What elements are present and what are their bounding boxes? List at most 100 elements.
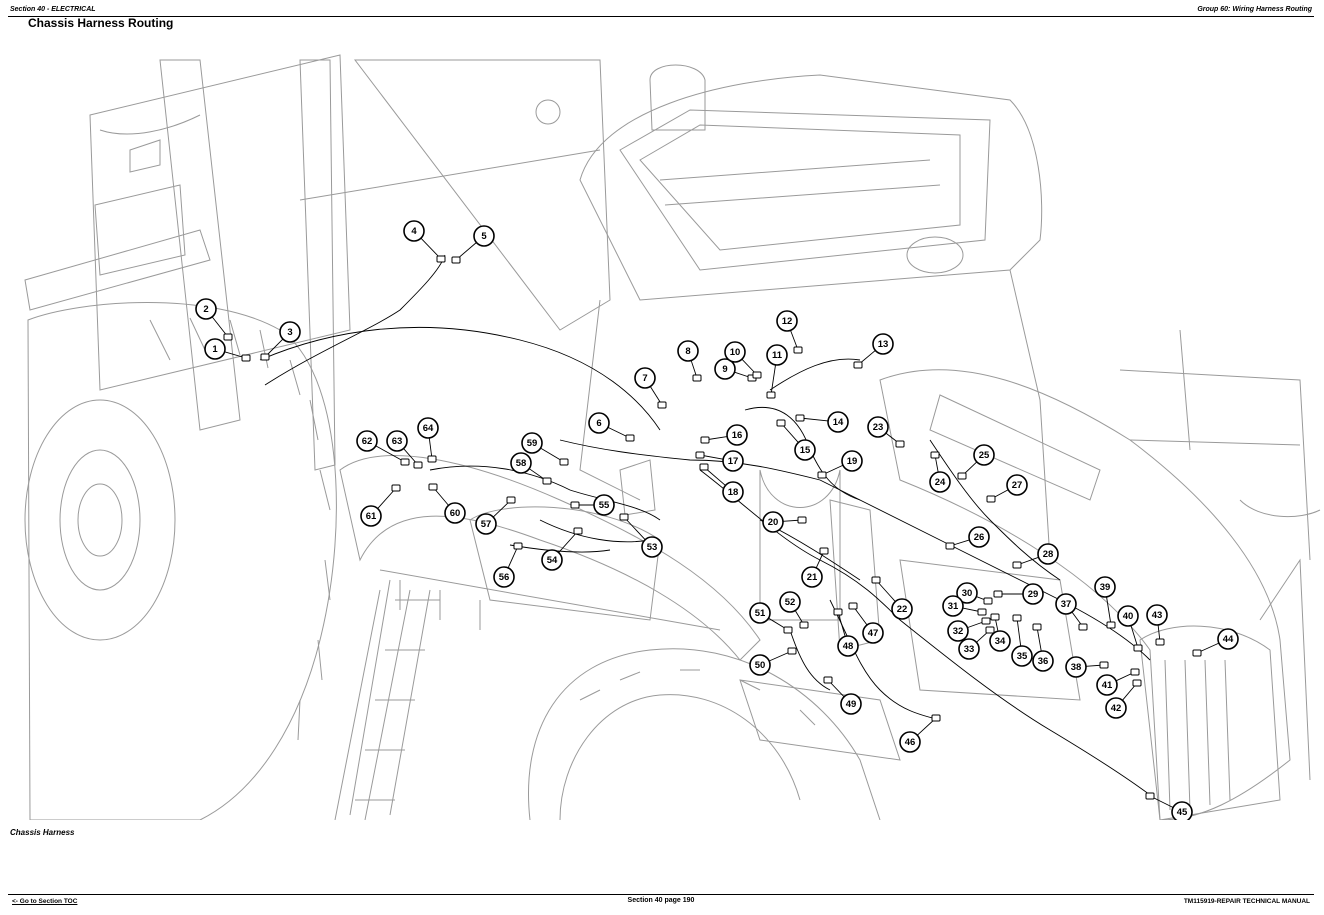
connector-62 [400, 458, 410, 466]
callout-number-24: 24 [935, 477, 946, 488]
callout-circle-17 [722, 450, 744, 472]
connector-27 [986, 495, 996, 503]
front-tire [528, 648, 881, 820]
callout-circle-10 [724, 341, 746, 363]
page-header: Section 40 - ELECTRICAL Group 60: Wiring… [8, 4, 1314, 17]
connector-16 [700, 436, 710, 444]
connector-25 [957, 472, 967, 480]
callout-15: 15 [776, 419, 816, 461]
connector-4 [436, 255, 446, 263]
callout-50: 50 [749, 647, 797, 676]
callout-leader-54 [558, 530, 579, 553]
callout-number-19: 19 [847, 456, 858, 467]
callout-60: 60 [428, 483, 466, 524]
callout-42: 42 [1105, 679, 1142, 719]
callout-4: 4 [403, 220, 446, 263]
callout-14: 14 [795, 411, 849, 433]
callout-circle-5 [473, 225, 495, 247]
callout-number-17: 17 [728, 456, 739, 467]
callout-number-23: 23 [873, 422, 884, 433]
callout-circle-28 [1037, 543, 1059, 565]
callout-number-49: 49 [846, 699, 857, 710]
callout-49: 49 [823, 676, 862, 715]
callout-circle-42 [1105, 697, 1127, 719]
connector-45 [1145, 792, 1155, 800]
callout-circle-1 [204, 338, 226, 360]
callout-circle-22 [891, 598, 913, 620]
connector-49 [823, 676, 833, 684]
callout-leader-14 [799, 417, 829, 422]
callout-25: 25 [957, 444, 995, 480]
connector-7 [657, 401, 667, 409]
callout-number-38: 38 [1071, 662, 1082, 673]
callout-55: 55 [570, 494, 615, 516]
callout-43: 43 [1146, 604, 1168, 646]
connector-48 [833, 608, 843, 616]
callout-circle-45 [1171, 801, 1193, 820]
callout-8: 8 [677, 340, 702, 382]
callout-circle-57 [475, 513, 497, 535]
rear-tire-left [24, 302, 337, 820]
go-to-section-toc-link[interactable]: <- Go to Section TOC [12, 898, 78, 905]
callout-number-30: 30 [962, 588, 973, 599]
callout-number-37: 37 [1061, 599, 1072, 610]
figure-caption: Chassis Harness [10, 828, 75, 837]
connector-20 [797, 516, 807, 524]
callout-61: 61 [360, 484, 401, 527]
connector-18 [699, 463, 709, 471]
callout-40: 40 [1117, 605, 1143, 652]
callout-number-1: 1 [212, 344, 218, 355]
callout-circle-34 [989, 630, 1011, 652]
callout-9: 9 [714, 358, 757, 382]
connector-59 [559, 458, 569, 466]
connector-17 [695, 451, 705, 459]
connector-30 [983, 597, 993, 605]
callout-19: 19 [817, 450, 863, 479]
callout-54: 54 [541, 527, 583, 571]
callout-number-48: 48 [843, 641, 854, 652]
connector-33 [985, 626, 995, 634]
callout-number-10: 10 [730, 347, 741, 358]
group-label: Group 60: Wiring Harness Routing [1197, 6, 1312, 13]
callout-number-8: 8 [685, 346, 690, 357]
callout-circle-49 [840, 693, 862, 715]
callout-29: 29 [993, 583, 1044, 605]
callout-number-57: 57 [481, 519, 492, 530]
callout-21: 21 [801, 547, 829, 588]
callout-number-18: 18 [728, 487, 739, 498]
callout-48: 48 [833, 608, 859, 657]
callout-27: 27 [986, 474, 1028, 503]
callout-circle-61 [360, 505, 382, 527]
callout-circle-16 [726, 424, 748, 446]
manual-name: TM115919-REPAIR TECHNICAL MANUAL [1183, 898, 1310, 905]
callout-number-28: 28 [1043, 549, 1054, 560]
connector-52 [799, 621, 809, 629]
callout-number-40: 40 [1123, 611, 1134, 622]
callout-circle-24 [929, 471, 951, 493]
callout-circle-47 [862, 622, 884, 644]
callout-leader-48 [837, 611, 846, 637]
connector-26 [945, 542, 955, 550]
callout-47: 47 [848, 602, 884, 644]
callout-number-21: 21 [807, 572, 818, 583]
connector-14 [795, 414, 805, 422]
callout-circle-23 [867, 416, 889, 438]
callout-number-9: 9 [722, 364, 727, 375]
callout-number-53: 53 [647, 542, 658, 553]
connector-6 [625, 434, 635, 442]
callout-circle-21 [801, 566, 823, 588]
right-ladder [1119, 329, 1321, 561]
callout-58: 58 [510, 452, 552, 485]
callout-2: 2 [195, 298, 233, 341]
callout-circle-60 [444, 502, 466, 524]
callout-number-61: 61 [366, 511, 377, 522]
connector-8 [692, 374, 702, 382]
connector-31 [977, 608, 987, 616]
callout-circle-12 [776, 310, 798, 332]
connector-34 [990, 613, 1000, 621]
callout-28: 28 [1012, 543, 1059, 569]
connector-53 [619, 513, 629, 521]
callout-circle-33 [958, 638, 980, 660]
